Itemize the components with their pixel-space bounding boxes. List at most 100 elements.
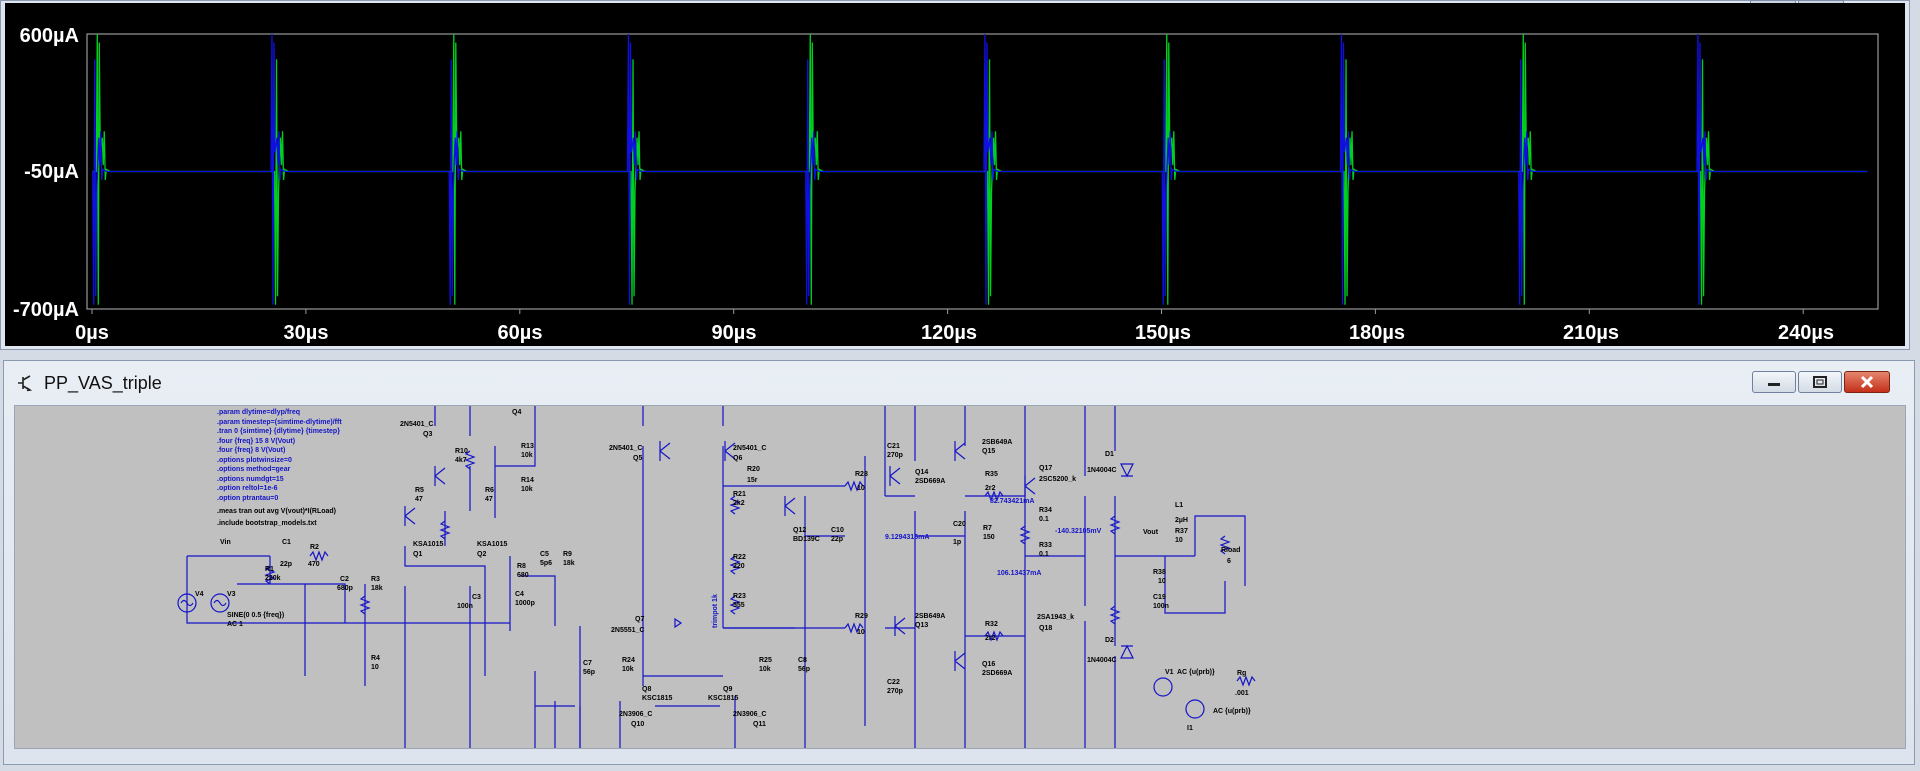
component-value[interactable]: trimpot 1k [712,594,719,628]
component-value[interactable]: 2SC5200_k [1039,476,1076,483]
component-value[interactable]: 2µH [1175,517,1188,524]
component-value[interactable]: 2r2 [985,635,996,642]
component-value[interactable]: 100n [1153,603,1169,610]
component-value[interactable]: 2N3906_C [733,711,766,718]
component-label[interactable]: R7 [983,525,992,532]
component-value[interactable]: .001 [1235,690,1249,697]
waveform-plot[interactable]: Ib(Q9) Ib(Q8) 600µA -50µA -700µA 0µs 30µ… [1,1,1911,351]
schematic-canvas[interactable]: .param dlytime=dlyp/freq .param timestep… [14,405,1906,749]
component-value[interactable]: 2SA1943_k [1037,614,1074,621]
component-label[interactable]: R21 [733,491,746,498]
directive-line[interactable]: .tran 0 {simtime} {dlytime} {timestep} [217,428,340,435]
voltage-readout[interactable]: -140.32105mV [1055,528,1102,535]
component-value[interactable]: 100n [457,603,473,610]
component-label[interactable]: V1 [1165,669,1174,676]
component-value[interactable]: 150 [983,534,995,541]
component-label[interactable]: Rg [1237,670,1246,677]
component-label[interactable]: C19 [1153,594,1166,601]
component-value[interactable]: 680 [517,572,529,579]
directive-line[interactable]: .meas tran out avg V(vout)*I(RLoad) [217,508,336,515]
component-value[interactable]: 47 [485,496,493,503]
component-label[interactable]: V4 [195,591,204,598]
component-value[interactable]: KSA1015 [477,541,507,548]
component-label[interactable]: Q16 [982,661,995,668]
component-label[interactable]: R22 [733,554,746,561]
measurement-annotations[interactable]: 82.743421mA 9.1294316mA 106.13437mA -140… [885,498,1102,577]
component-value[interactable]: AC 1 [227,621,243,628]
component-label[interactable]: C3 [472,594,481,601]
component-label[interactable]: C22 [887,679,900,686]
component-label[interactable]: Q8 [642,686,651,693]
minimize-button[interactable] [1752,371,1796,393]
component-label[interactable]: R25 [759,657,772,664]
component-label[interactable]: C10 [831,527,844,534]
component-value[interactable]: 1000p [515,600,535,607]
component-label[interactable]: C20 [953,521,966,528]
component-label[interactable]: R3 [371,576,380,583]
component-label[interactable]: C2 [340,576,349,583]
current-source-i1[interactable] [1185,699,1205,719]
directive-line[interactable]: .four {freq} 15 8 V(Vout) [217,438,295,445]
component-label[interactable]: R9 [563,551,572,558]
component-label[interactable]: R34 [1039,507,1052,514]
component-value[interactable]: 220k [265,575,281,582]
component-label[interactable]: V3 [227,591,236,598]
component-value[interactable]: 22p [280,561,292,568]
component-value[interactable]: 2SB649A [915,613,945,620]
component-label[interactable]: Rload [1221,547,1240,554]
trace-ib-q9[interactable] [92,33,1868,305]
directive-line[interactable]: .options method=gear [217,466,291,473]
directive-line[interactable]: .options numdgt=15 [217,476,284,483]
component-value[interactable]: 18k [563,560,575,567]
component-label[interactable]: L1 [1175,502,1183,509]
spice-directives[interactable]: .param dlytime=dlyp/freq .param timestep… [217,409,342,527]
component-label[interactable]: I1 [1187,725,1193,732]
component-value[interactable]: 10 [371,664,379,671]
component-label[interactable]: Q2 [477,551,486,558]
trace-label-ib-q9[interactable]: Ib(Q9) [482,10,537,31]
component-labels[interactable]: Vin V4 V3 SINE(0 0.5 {freq}) AC 1 R1 220… [195,409,1251,732]
component-label[interactable]: R6 [485,487,494,494]
component-value[interactable]: 22p [831,536,843,543]
component-label[interactable]: Q14 [915,469,928,476]
component-value[interactable]: 6 [1227,558,1231,565]
net-label-vin[interactable]: Vin [220,539,231,546]
directive-line[interactable]: .option reltol=1e-6 [217,485,278,492]
component-value[interactable]: 2N5401_C [400,421,433,428]
component-value[interactable]: 10 [857,629,865,636]
component-label[interactable]: R2 [310,544,319,551]
schematic-drawing[interactable]: .param dlytime=dlyp/freq .param timestep… [15,406,1905,748]
component-value[interactable]: 2SD669A [915,478,945,485]
trace-ib-q8[interactable] [92,33,1868,305]
restore-button[interactable] [1798,371,1842,393]
component-label[interactable]: R4 [371,655,380,662]
component-value[interactable]: 10k [622,666,634,673]
component-value[interactable]: KSC1815 [708,695,738,702]
component-label[interactable]: R38 [1153,569,1166,576]
component-value[interactable]: 4k7 [455,457,467,464]
current-readout[interactable]: 82.743421mA [990,498,1034,505]
voltage-source-v3[interactable] [210,593,230,613]
component-label[interactable]: R14 [521,477,534,484]
component-label[interactable]: R23 [733,593,746,600]
component-value[interactable]: 1N4004C [1087,467,1117,474]
component-value[interactable]: KSA1015 [413,541,443,548]
component-value[interactable]: 2N3906_C [619,711,652,718]
current-readout[interactable]: 9.1294316mA [885,534,929,541]
directive-line[interactable]: .param dlytime=dlyp/freq [217,409,300,416]
component-value[interactable]: 270p [887,452,903,459]
schematic-wires[interactable] [186,406,1246,748]
component-value[interactable]: 56p [798,666,810,673]
directive-line[interactable]: .param timestep=(simtime-dlytime)/fft [217,419,342,426]
component-label[interactable]: R35 [985,471,998,478]
component-value[interactable]: 0.1 [1039,516,1049,523]
component-value[interactable]: 2SD669A [982,670,1012,677]
component-value[interactable]: 2r2 [985,485,996,492]
component-label[interactable]: Q6 [733,455,742,462]
component-label[interactable]: R20 [747,466,760,473]
component-label[interactable]: Q15 [982,448,995,455]
component-value[interactable]: KSC1815 [642,695,672,702]
component-label[interactable]: Q13 [915,622,928,629]
component-label[interactable]: C21 [887,443,900,450]
component-value[interactable]: 220 [733,563,745,570]
